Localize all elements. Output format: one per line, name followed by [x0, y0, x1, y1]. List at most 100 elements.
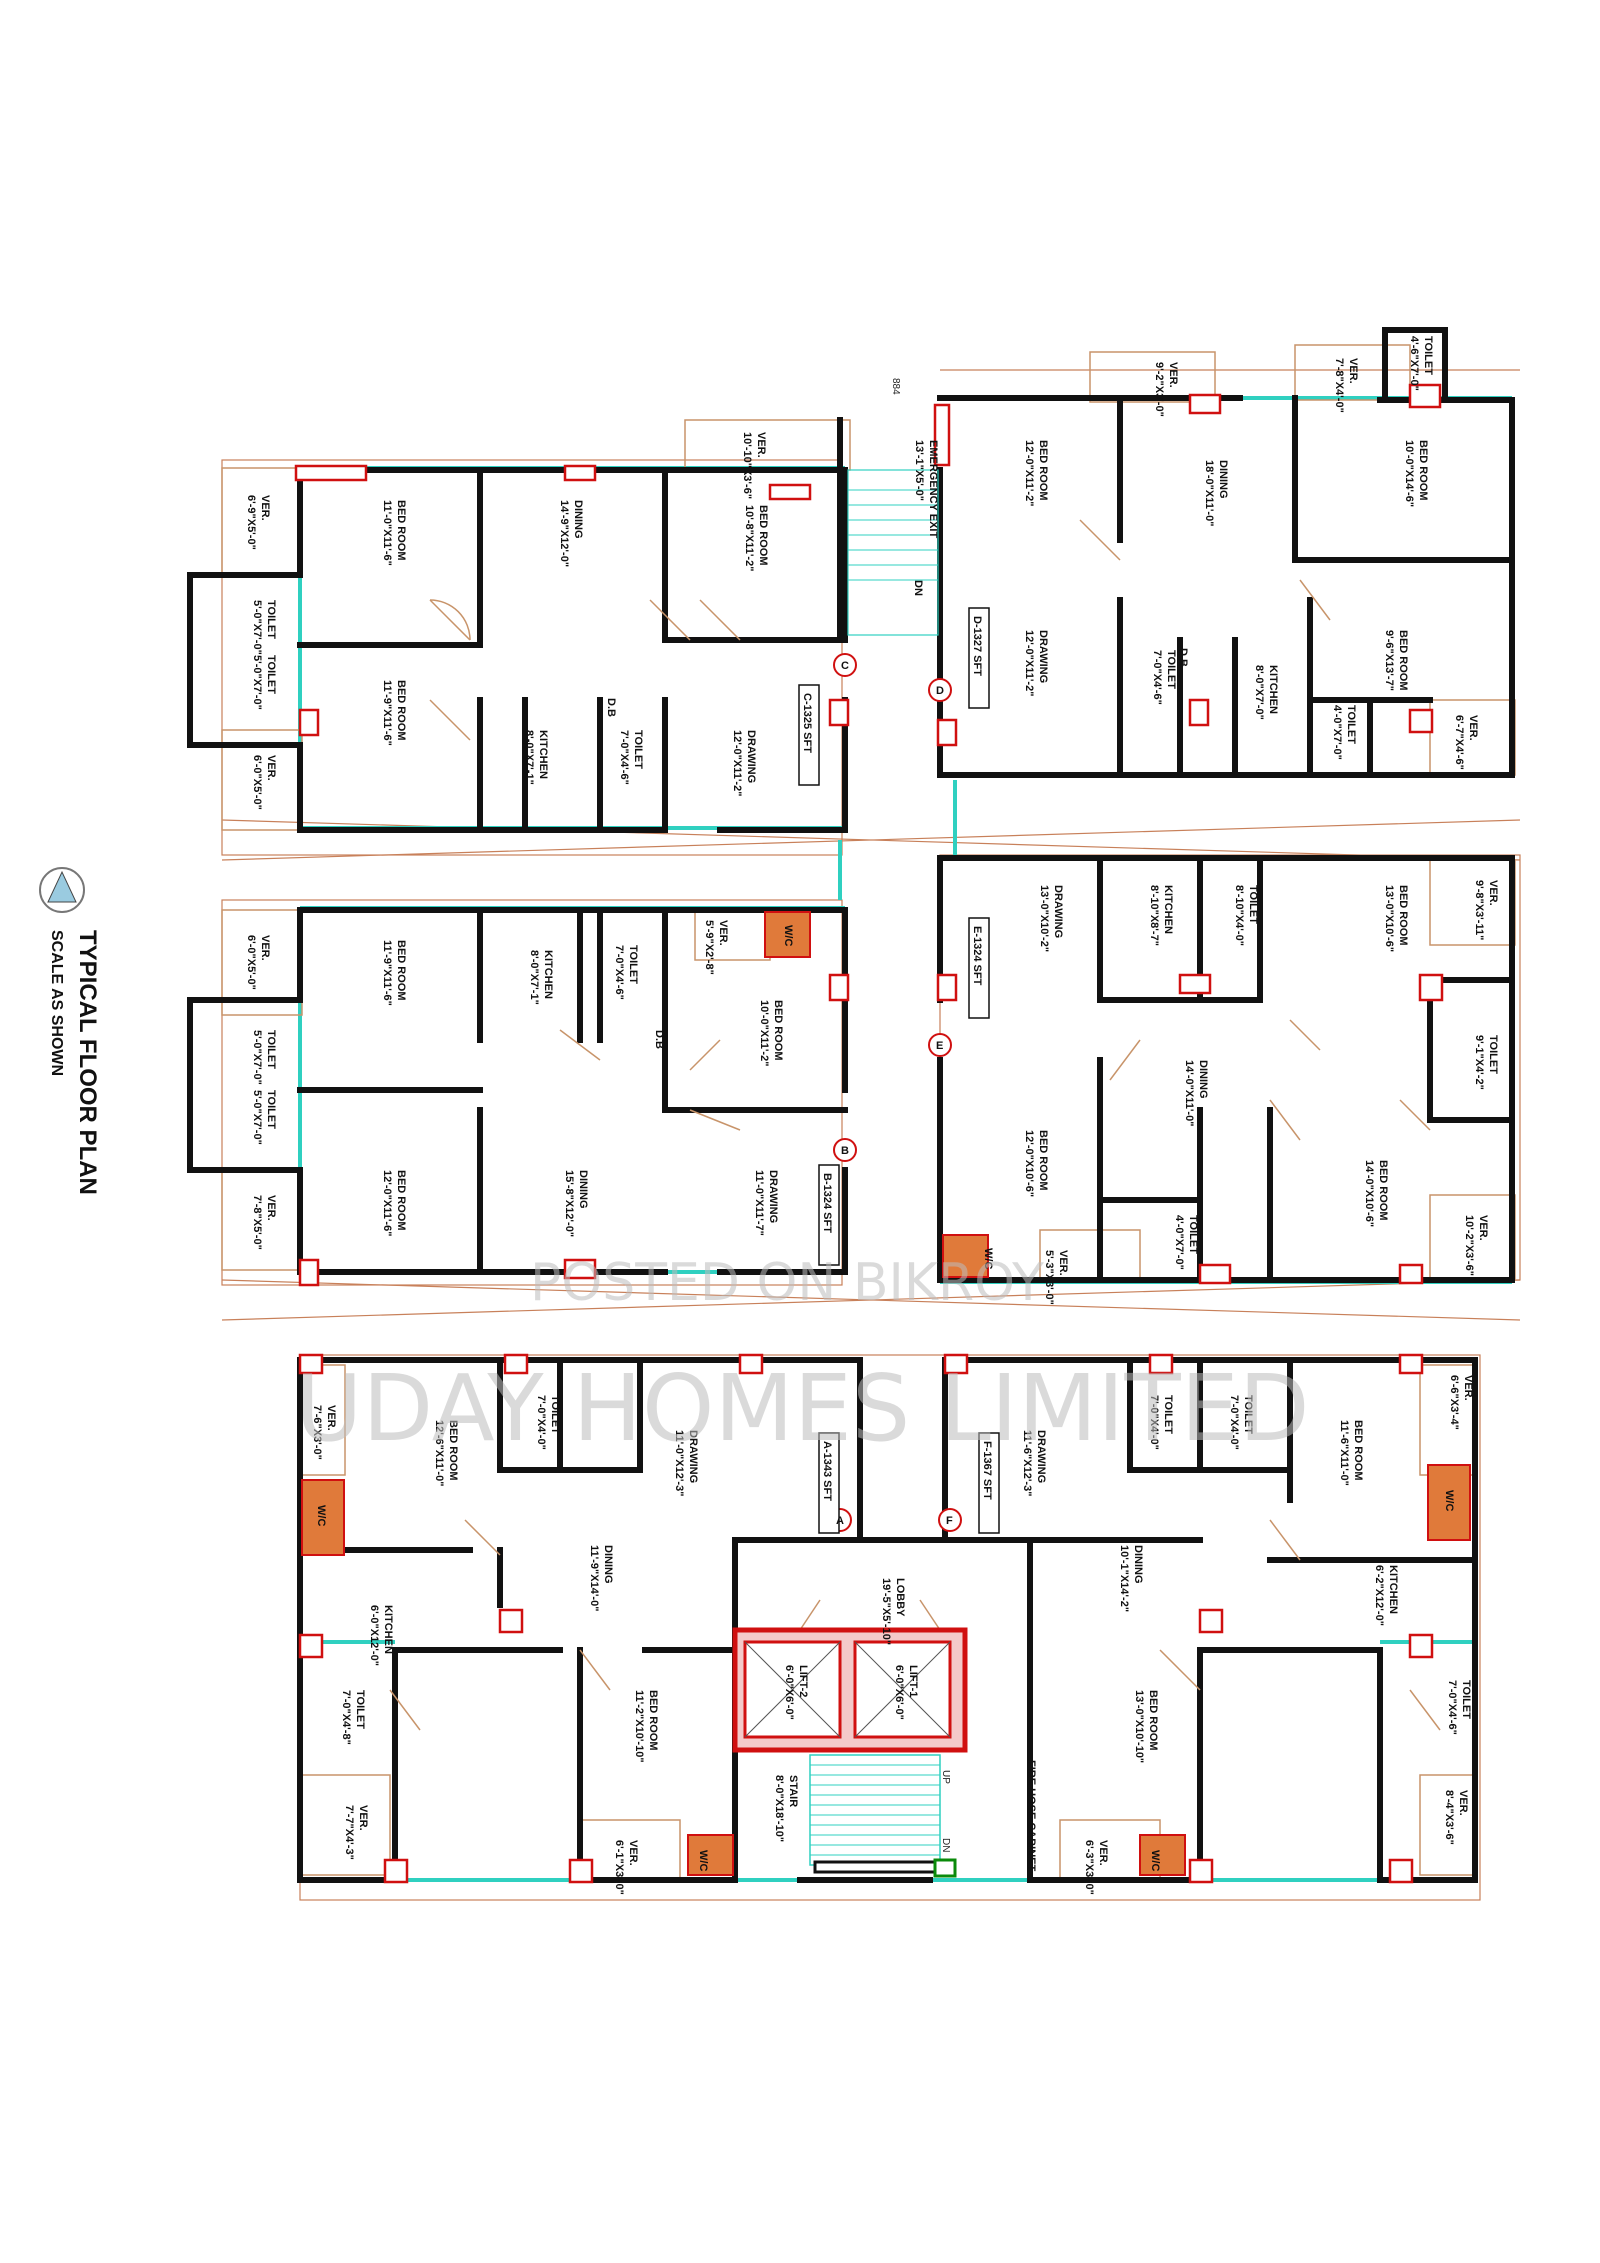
- unit-area-b: B-1324 SFT: [821, 1173, 833, 1233]
- north-arrow-icon: [39, 867, 85, 913]
- room-dim-c3: 14'-9"X12'-0": [558, 500, 570, 567]
- room-dim-e4: 13'-0"X10'-6": [1383, 885, 1395, 952]
- unit-letter-f: F: [946, 1515, 953, 1527]
- room-name-e9: TOILET: [1187, 1215, 1199, 1254]
- room-dim-c4: 10'-8"X11'-2": [743, 505, 755, 571]
- room-name-c7: TOILET: [265, 655, 277, 694]
- room-dim-d4: 18'-0"X11'-0": [1203, 460, 1215, 526]
- room-dim-f4: 11'-6"X11'-0": [1338, 1420, 1350, 1486]
- room-name-a7: TOILET: [354, 1690, 366, 1729]
- room-name-e5: VER.: [1487, 880, 1499, 906]
- room-name-f2: DRAWING: [1035, 1430, 1047, 1483]
- room-name-f6: DINING: [1132, 1545, 1144, 1584]
- room-name-f10: VER.: [1457, 1790, 1469, 1816]
- room-dim-e5: 9'-8"X3'-11": [1473, 880, 1485, 940]
- room-dim-c2: 11'-0"X11'-6": [381, 500, 393, 566]
- room-dim-f5: 6'-6"X3'-4": [1448, 1375, 1460, 1430]
- room-dim-b4: 7'-0"X4'-6": [613, 945, 625, 1000]
- wc-shafts: [301, 911, 1471, 1876]
- room-dim-f3: 7'-0"X4'-0": [1228, 1395, 1240, 1450]
- unit-letter-c: C: [841, 660, 849, 672]
- room-dim-b1: 6'-0"X5'-0": [245, 935, 257, 990]
- room-name-a5: DINING: [602, 1545, 614, 1584]
- watermark-uday: UDAY HOMES LIMITED: [295, 1355, 1310, 1462]
- room-label-ddb: D.B: [1177, 648, 1189, 667]
- room-labels: VER.6'-9"X5'-0"BED ROOM11'-0"X11'-6"DINI…: [245, 336, 1499, 1895]
- marker-884: 884: [890, 378, 901, 395]
- room-name-b5: VER.: [717, 920, 729, 946]
- room-dim-f9: 7'-0"X4'-6": [1446, 1680, 1458, 1735]
- room-name-b6: BED ROOM: [772, 1000, 784, 1061]
- room-dim-e6: 9'-1"X4'-2": [1473, 1035, 1485, 1090]
- room-name-d9: TOILET: [1165, 650, 1177, 689]
- room-label-fwc2: W/C: [1149, 1850, 1161, 1871]
- stair-name: STAIR: [787, 1775, 799, 1807]
- room-dim-a6: 6'-0"X12'-0": [368, 1605, 380, 1666]
- room-dim-e2: 8'-10"X8'-7": [1148, 885, 1160, 946]
- room-dim-a5: 11'-9"X14'-0": [588, 1545, 600, 1611]
- room-dim-f2: 11'-6"X12'-3": [1021, 1430, 1033, 1496]
- unit-area-a: A-1343 SFT: [821, 1441, 833, 1501]
- room-dim-d8: 12'-0"X11'-2": [1023, 630, 1035, 696]
- lift1-name: LIFT-1: [907, 1665, 919, 1697]
- room-name-a10: VER.: [627, 1840, 639, 1866]
- room-name-e1: DRAWING: [1052, 885, 1064, 938]
- room-name-e6: TOILET: [1487, 1035, 1499, 1074]
- room-name-f3: TOILET: [1242, 1395, 1254, 1434]
- room-name-b9: BED ROOM: [395, 1170, 407, 1231]
- fire-hose-cabinet: FIRE HOSE CABINET: [1025, 1760, 1037, 1872]
- room-name-f1: TOILET: [1162, 1395, 1174, 1434]
- room-label-dn: DN: [912, 580, 924, 596]
- room-name-e12: VER.: [1057, 1250, 1069, 1276]
- room-name-a9: VER.: [357, 1805, 369, 1831]
- room-name-f5: VER.: [1462, 1375, 1474, 1401]
- room-name-c6: TOILET: [265, 600, 277, 639]
- room-name-e7: DINING: [1197, 1060, 1209, 1099]
- lift2-name: LIFT-2: [797, 1665, 809, 1697]
- room-name-f4: BED ROOM: [1352, 1420, 1364, 1481]
- doors: [389, 519, 1441, 1731]
- room-name-f7: KITCHEN: [1387, 1565, 1399, 1614]
- core-labels: LOBBY 19'-5"X5'-10" LIFT-2 6'-0"X6'-0" L…: [773, 1578, 1037, 1872]
- room-dim-a2: 12'-6"X11'-0": [433, 1420, 445, 1486]
- room-name-d7: TOILET: [1422, 336, 1434, 375]
- room-dim-d1: 13'-1"X5'-0": [913, 440, 925, 501]
- room-dim-b12: 7'-8"X5'-0": [251, 1195, 263, 1250]
- room-name-b2: BED ROOM: [395, 940, 407, 1001]
- room-dim-f7: 6'-2"X12'-0": [1373, 1565, 1385, 1626]
- room-name-c1: VER.: [259, 495, 271, 521]
- room-name-e3: TOILET: [1247, 885, 1259, 924]
- room-name-c10: TOILET: [632, 730, 644, 769]
- room-dim-a9: 7'-7"X4'-3": [343, 1805, 355, 1860]
- stair-up: UP: [940, 1770, 951, 1784]
- room-name-a3: TOILET: [549, 1395, 561, 1434]
- room-label-awc1: W/C: [315, 1505, 327, 1526]
- room-dim-d12: 4'-0"X7'-0": [1331, 705, 1343, 760]
- room-name-c12: VER.: [265, 755, 277, 781]
- room-dim-d3: 9'-2"X3'-0": [1153, 362, 1165, 417]
- room-dim-f1: 7'-0"X4'-0": [1148, 1395, 1160, 1450]
- room-name-a4: DRAWING: [687, 1430, 699, 1483]
- room-dim-c1: 6'-9"X5'-0": [245, 495, 257, 550]
- room-dim-c6: 5'-0"X7'-0": [251, 600, 263, 655]
- room-name-f8: BED ROOM: [1147, 1690, 1159, 1751]
- room-name-b7: TOILET: [265, 1030, 277, 1069]
- room-name-c11: DRAWING: [745, 730, 757, 783]
- plan-title-block: TYPICAL FLOOR PLAN SCALE AS SHOWN: [48, 930, 101, 1195]
- room-dim-a7: 7'-0"X4'-8": [340, 1690, 352, 1745]
- room-dim-c11: 12'-0"X11'-2": [731, 730, 743, 796]
- room-name-c9: KITCHEN: [537, 730, 549, 779]
- room-name-d2: BED ROOM: [1037, 440, 1049, 501]
- room-dim-d9: 7'-0"X4'-6": [1151, 650, 1163, 705]
- room-name-d4: DINING: [1217, 460, 1229, 499]
- unit-area-f: F-1367 SFT: [981, 1441, 993, 1500]
- room-dim-a1: 7'-6"X3'-0": [311, 1405, 323, 1460]
- room-label-fwc1: W/C: [1443, 1490, 1455, 1511]
- room-name-b12: VER.: [265, 1195, 277, 1221]
- room-dim-e1: 13'-0"X10'-2": [1038, 885, 1050, 952]
- room-dim-b9: 12'-0"X11'-6": [381, 1170, 393, 1236]
- room-dim-a4: 11'-0"X12'-3": [673, 1430, 685, 1496]
- room-name-d3: VER.: [1167, 362, 1179, 388]
- room-name-f11: VER.: [1097, 1840, 1109, 1866]
- lobby-dim: 19'-5"X5'-10": [880, 1578, 892, 1645]
